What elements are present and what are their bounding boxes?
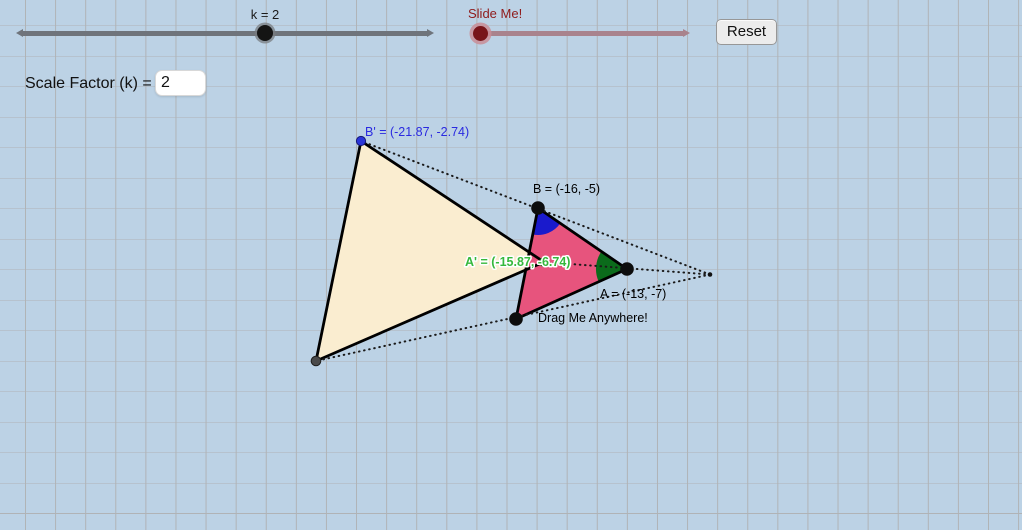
scale-factor-label: Scale Factor (k) = (25, 75, 152, 92)
point-a-prime-label: A' = (-15.87, -6.74) (465, 255, 570, 269)
image-triangle-outline (314, 139, 546, 363)
slide-slider-handle[interactable] (473, 25, 488, 41)
image-triangle (316, 141, 544, 361)
original-triangle-outline (514, 206, 629, 321)
point-b-label: B = (-16, -5) (533, 182, 600, 196)
ray-center-to-c-prime (315, 273, 711, 362)
point-a-prime (539, 257, 549, 267)
original-triangle[interactable] (516, 208, 627, 319)
angle-marker-at-b (532, 208, 561, 236)
slide-slider-label: Slide Me! (468, 6, 523, 21)
point-c-prime (310, 355, 322, 367)
k-slider-track[interactable] (16, 29, 434, 37)
point-b-prime-label: B' = (-21.87, -2.74) (365, 125, 469, 139)
reset-button[interactable]: Reset (716, 19, 777, 45)
dilation-center-point (707, 272, 713, 277)
point-a-label: A = (-13, -7) (600, 287, 666, 301)
point-b-prime (355, 135, 367, 147)
k-slider-label: k = 2 (250, 7, 280, 22)
point-b[interactable] (531, 201, 545, 215)
k-slider-handle[interactable] (257, 25, 273, 41)
slide-slider-track[interactable] (479, 29, 690, 37)
scale-factor-input[interactable] (155, 70, 206, 96)
point-c[interactable] (509, 312, 523, 326)
drag-hint-label: Drag Me Anywhere! (538, 311, 648, 325)
point-a[interactable] (620, 262, 634, 276)
